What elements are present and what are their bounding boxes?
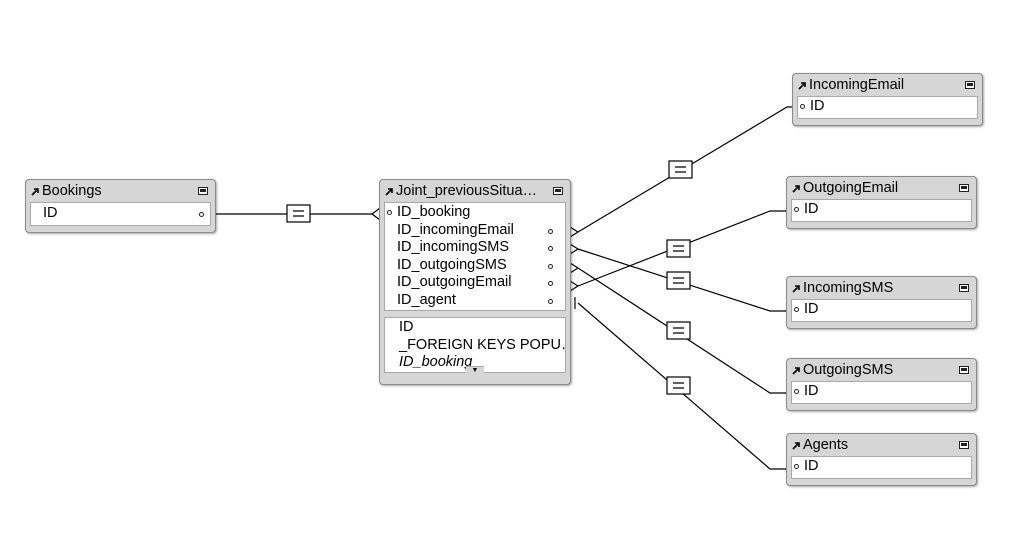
field-id-booking[interactable]: ID_booking: [385, 204, 565, 222]
key-dot-icon: [199, 212, 204, 217]
key-field-list: ID_booking ID_incomingEmail ID_incomingS…: [384, 202, 566, 311]
other-field-list: ID _FOREIGN KEYS POPU… ID_booking ▼: [384, 317, 566, 374]
field-list: ID: [791, 456, 972, 479]
table-header[interactable]: IncomingSMS: [791, 277, 972, 299]
field-id[interactable]: ID: [798, 98, 977, 116]
collapse-icon[interactable]: [959, 184, 969, 192]
table-outgoing-email[interactable]: OutgoingEmail ID: [786, 176, 977, 229]
field-list: ID: [797, 96, 978, 119]
key-dot-icon: [548, 298, 553, 304]
rel-line-incoming-email: [577, 106, 793, 233]
table-header[interactable]: Joint_previousSitua…: [384, 180, 566, 202]
field-id-incoming-sms[interactable]: ID_incomingSMS: [385, 239, 565, 257]
field-list: ID: [791, 199, 972, 222]
crowfoot-bookings: [371, 207, 381, 221]
table-agents[interactable]: Agents ID: [786, 433, 977, 486]
key-dot-icon: [800, 104, 805, 109]
table-name: IncomingEmail: [809, 77, 905, 93]
key-dot-icon: [794, 207, 799, 212]
key-dot-icon: [794, 464, 799, 469]
field-foreign-keys[interactable]: _FOREIGN KEYS POPU…: [399, 336, 565, 353]
key-dot-icon: [548, 246, 553, 251]
key-dot-icon: [548, 228, 553, 234]
operator-box-agents[interactable]: [666, 376, 691, 395]
rel-line-incoming-sms: [577, 248, 787, 312]
key-dot-icon: [548, 263, 553, 269]
table-incoming-email[interactable]: IncomingEmail ID: [792, 73, 983, 126]
field-id-incoming-email[interactable]: ID_incomingEmail: [385, 222, 565, 240]
operator-box-outgoing-email[interactable]: [666, 239, 691, 258]
field-id-agent[interactable]: ID_agent: [385, 292, 565, 310]
key-dot-icon: [794, 389, 799, 394]
field-id[interactable]: ID: [399, 319, 414, 335]
table-incoming-sms[interactable]: IncomingSMS ID: [786, 276, 977, 329]
crowfoot-outgoing-email: [569, 280, 579, 292]
rel-line-agents: [577, 302, 787, 470]
operator-boxes: [286, 160, 693, 395]
arrow-icon[interactable]: [797, 80, 807, 90]
operator-box-bookings[interactable]: [286, 204, 311, 223]
arrow-icon[interactable]: [30, 186, 40, 196]
scroll-down-icon[interactable]: ▼: [466, 366, 484, 374]
table-header[interactable]: OutgoingEmail: [791, 177, 972, 199]
table-joint-previous-situation[interactable]: Joint_previousSitua… ID_booking ID_incom…: [379, 179, 571, 385]
crowfoot-incoming-sms: [569, 243, 579, 255]
collapse-icon[interactable]: [965, 81, 975, 89]
table-header[interactable]: Bookings: [30, 180, 211, 202]
table-header[interactable]: OutgoingSMS: [791, 359, 972, 381]
key-dot-icon: [548, 281, 553, 286]
table-name: Joint_previousSitua…: [396, 183, 538, 199]
field-id[interactable]: ID: [792, 458, 971, 476]
field-id[interactable]: ID: [31, 205, 210, 223]
table-header[interactable]: Agents: [791, 434, 972, 456]
field-list: ID: [791, 299, 972, 322]
key-dot-icon: [387, 210, 392, 215]
operator-box-incoming-email[interactable]: [668, 160, 693, 179]
rel-line-outgoing-email: [577, 210, 787, 287]
arrow-icon[interactable]: [791, 440, 801, 450]
collapse-icon[interactable]: [959, 366, 969, 374]
arrow-icon[interactable]: [384, 186, 394, 196]
table-name: OutgoingSMS: [803, 362, 894, 378]
rel-line-outgoing-sms: [577, 267, 787, 394]
arrow-icon[interactable]: [791, 365, 801, 375]
arrow-icon[interactable]: [791, 183, 801, 193]
operator-box-incoming-sms[interactable]: [666, 271, 691, 290]
field-id[interactable]: ID: [792, 301, 971, 319]
operator-box-outgoing-sms[interactable]: [666, 321, 691, 340]
field-id[interactable]: ID: [792, 201, 971, 219]
collapse-icon[interactable]: [553, 187, 563, 195]
collapse-icon[interactable]: [959, 441, 969, 449]
field-list: ID: [791, 381, 972, 404]
field-id-booking-italic[interactable]: ID_booking: [399, 354, 473, 370]
field-id-outgoing-email[interactable]: ID_outgoingEmail: [385, 274, 565, 292]
table-outgoing-sms[interactable]: OutgoingSMS ID: [786, 358, 977, 411]
table-name: IncomingSMS: [803, 280, 894, 296]
key-dot-icon: [794, 307, 799, 312]
table-name: OutgoingEmail: [803, 180, 899, 196]
collapse-icon[interactable]: [959, 284, 969, 292]
table-header[interactable]: IncomingEmail: [797, 74, 978, 96]
field-id-outgoing-sms[interactable]: ID_outgoingSMS: [385, 257, 565, 275]
table-bookings[interactable]: Bookings ID: [25, 179, 216, 233]
table-name: Agents: [803, 437, 849, 453]
arrow-icon[interactable]: [791, 283, 801, 293]
field-list: ID: [30, 202, 211, 226]
crowfoot-outgoing-sms: [569, 262, 579, 274]
crowfoot-incoming-email: [569, 226, 579, 238]
field-id[interactable]: ID: [792, 383, 971, 401]
collapse-icon[interactable]: [198, 187, 208, 195]
table-name: Bookings: [42, 183, 102, 199]
